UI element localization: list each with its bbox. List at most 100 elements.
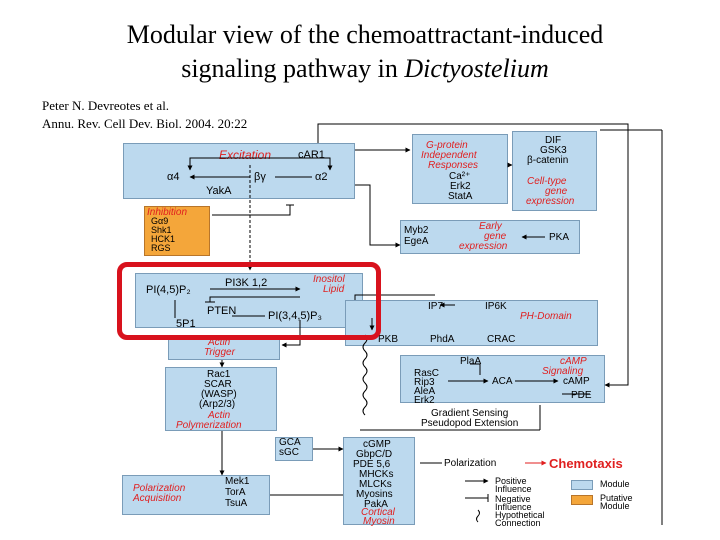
title-line-1: Modular view of the chemoattractant-indu…: [126, 20, 604, 49]
rac1-label: Rac1: [207, 369, 231, 380]
rasc-label: RasC: [414, 368, 440, 379]
gsk3-label: GSK3: [540, 145, 567, 156]
polarization-acq-label-2: Acquisition: [133, 493, 182, 504]
early-label-1: Early: [479, 221, 502, 232]
actin-trigger-label-1: Actin: [208, 337, 231, 348]
alea-label: AleA: [414, 386, 436, 397]
cell-type-label-2: gene: [545, 186, 568, 197]
betagamma-label: βγ: [254, 171, 266, 183]
legend-module-swatch: [571, 480, 593, 490]
legend-putative-2: Module: [600, 501, 630, 511]
pde-label: PDE: [571, 390, 592, 401]
legend-putative-1: Putative: [600, 493, 633, 503]
early-label-2: gene: [484, 231, 507, 242]
hypothetical-connection-squiggle: [362, 334, 368, 416]
cell-type-label-1: Cell-type: [527, 176, 567, 187]
pip3-label: PI(3,4,5)P₃: [268, 310, 323, 322]
polarization-acquisition-module: [122, 475, 270, 515]
pkb-label: PKB: [378, 334, 399, 345]
camp-label: cAMP: [563, 376, 590, 387]
camp-signaling-module: [400, 355, 605, 403]
cell-type-gene-module: [512, 131, 597, 211]
actin-trigger-label-2: Trigger: [204, 347, 235, 358]
erk2-label: Erk2: [450, 181, 471, 192]
5p1-label: 5P1: [176, 318, 196, 330]
alpha2-label: α2: [315, 171, 328, 183]
actin-poly-label-1: Actin: [208, 410, 231, 421]
legend-positive-1: Positive: [495, 476, 527, 486]
camp-signaling-label-2: Signaling: [542, 366, 584, 377]
legend-module-label: Module: [600, 479, 630, 489]
beta-catenin-label: β-catenin: [527, 155, 569, 166]
legend-hypothetical-1: Hypothetical: [495, 510, 545, 520]
aca-label: ACA: [492, 376, 513, 387]
cortical-myosin-module: [343, 437, 415, 525]
sgc-label: sGC: [279, 447, 299, 458]
polarization-output-label: Polarization: [444, 458, 497, 469]
cell-type-label-3: expression: [526, 196, 575, 207]
legend-positive-2: Influence: [495, 484, 532, 494]
pi3k-label: PI3K 1,2: [225, 277, 268, 289]
plaa-label: PlaA: [460, 356, 482, 367]
inositol-label-1: Inositol: [313, 274, 345, 285]
inositol-highlight-box: [117, 262, 381, 340]
title-line-2: signaling pathway in Dictyostelium: [60, 52, 670, 86]
myosin-label: Myosin: [363, 516, 395, 527]
rip3-label: Rip3: [414, 377, 435, 388]
pseudopod-label: Pseudopod Extension: [421, 418, 519, 429]
tsua-label: TsuA: [225, 498, 248, 509]
gbpcd-label: GbpC/D: [356, 449, 393, 460]
legend-putative-swatch: [571, 495, 593, 505]
legend-negative-1: Negative: [495, 494, 531, 504]
title-line-2-organism: Dictyostelium: [404, 54, 549, 83]
wasp-label: (WASP): [201, 389, 237, 400]
gradient-sensing-label: Gradient Sensing: [431, 408, 509, 419]
inhibition-item-3: RGS: [151, 243, 171, 253]
mek1-label: Mek1: [225, 476, 250, 487]
inhibition-item-2: HCK1: [151, 234, 176, 244]
pka-label: PKA: [549, 232, 570, 243]
pten-label: PTEN: [207, 305, 237, 317]
polarization-acq-label-1: Polarization: [133, 483, 186, 494]
mhcks-label: MHCKs: [359, 469, 394, 480]
citation-authors: Peter N. Devreotes et al.: [42, 98, 170, 113]
cgmp-label: cGMP: [363, 439, 391, 450]
actin-poly-label-2: Polymerization: [176, 420, 242, 431]
phda-label: PhdA: [430, 334, 455, 345]
early-gene-module: [400, 220, 580, 254]
ph-domain-label: PH-Domain: [520, 311, 572, 322]
ip6k-label: IP6K: [485, 301, 507, 312]
excitation-module: [123, 143, 355, 199]
inhibition-item-0: Gα9: [151, 216, 169, 226]
cortical-label: Cortical: [361, 507, 395, 518]
inhibition-label: Inhibition: [147, 207, 188, 218]
gprotein-label-1: G-protein: [426, 140, 468, 151]
inositol-label-2: Lipid: [323, 284, 345, 295]
legend-negative-2: Influence: [495, 502, 532, 512]
gprotein-label-3: Responses: [428, 160, 479, 171]
gprotein-label-2: Independent: [421, 150, 477, 161]
camp-erk2-label: Erk2: [414, 395, 435, 406]
myosins-label: Myosins: [356, 489, 393, 500]
citation-journal: Annu. Rev. Cell Dev. Biol. 2004. 20:22: [42, 116, 248, 131]
car1-label: cAR1: [298, 149, 325, 161]
egea-label: EgeA: [404, 236, 429, 247]
yaka-label: YakA: [206, 185, 232, 197]
actin-polymerization-module: [165, 367, 277, 431]
gca-label: GCA: [279, 437, 301, 448]
scar-label: SCAR: [204, 379, 232, 390]
pip2-label: PI(4,5)P₂: [146, 284, 191, 296]
alpha4-label: α4: [167, 171, 180, 183]
pde56-label: PDE 5,6: [353, 459, 391, 470]
legend-hypothetical-2: Connection: [495, 518, 541, 528]
calcium-label: Ca²⁺: [449, 171, 471, 182]
ph-domain-module: [345, 300, 598, 346]
inhibition-item-1: Shk1: [151, 225, 172, 235]
inhibition-module: [144, 206, 210, 256]
arp23-label: (Arp2/3): [199, 399, 236, 410]
gprotein-independent-module: [412, 134, 508, 204]
myb2-label: Myb2: [404, 225, 429, 236]
early-label-3: expression: [459, 241, 508, 252]
crac-label: CRAC: [487, 334, 516, 345]
